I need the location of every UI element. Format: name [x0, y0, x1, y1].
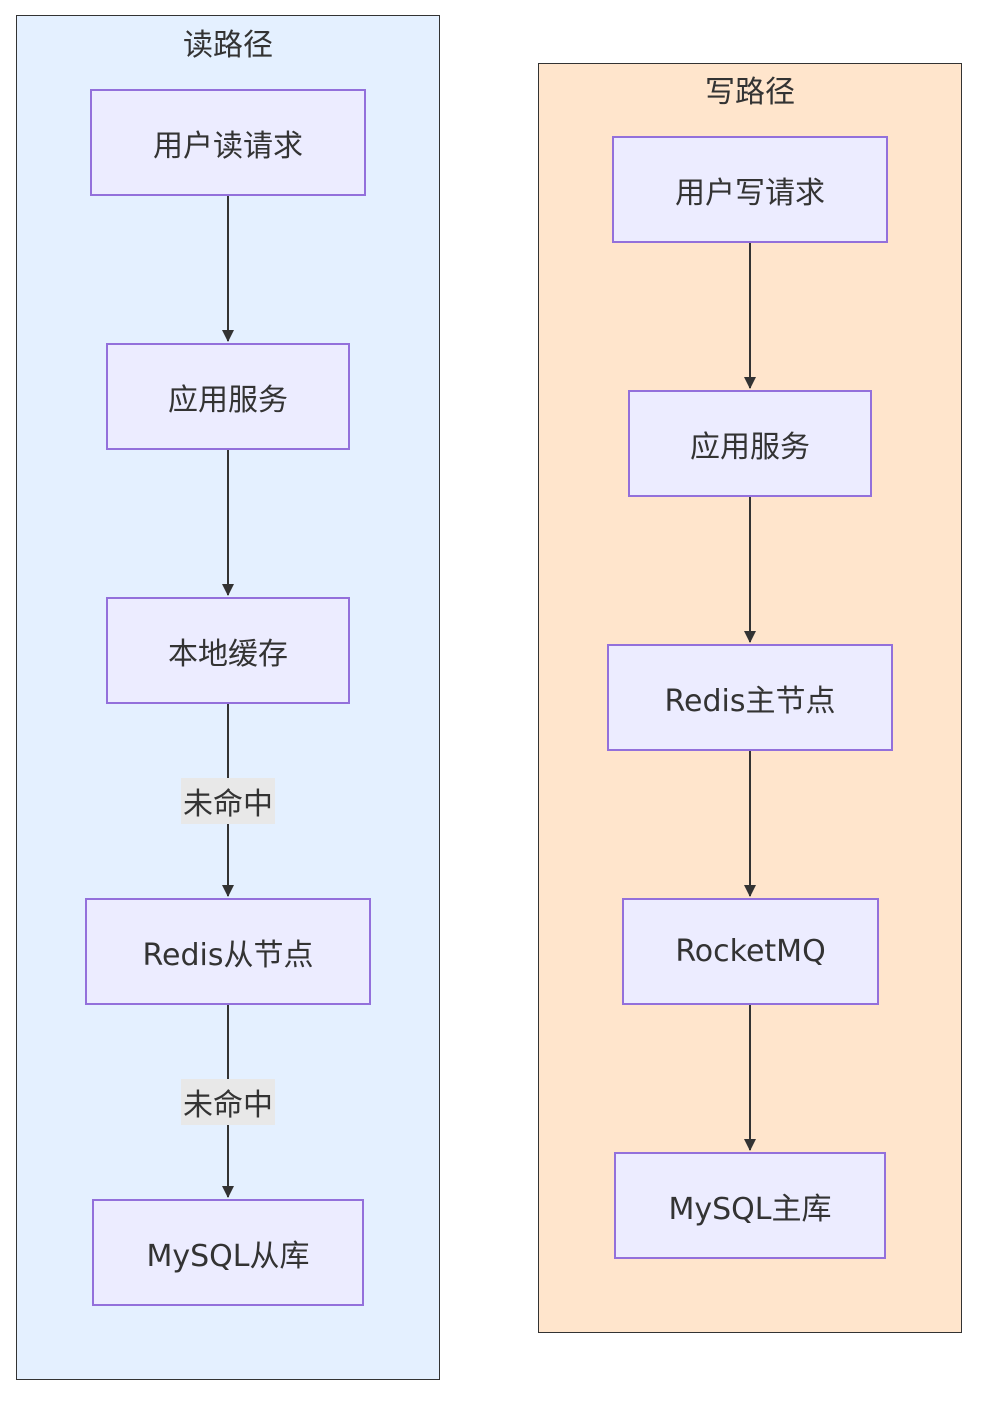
read-path-title: 读路径 — [183, 28, 273, 63]
node-redis-master[interactable]: Redis主节点 — [607, 644, 893, 751]
node-user-read-request[interactable]: 用户读请求 — [90, 89, 366, 196]
node-rocketmq[interactable]: RocketMQ — [622, 898, 879, 1005]
node-redis-replica[interactable]: Redis从节点 — [85, 898, 371, 1005]
edge-label-miss-2: 未命中 — [181, 1079, 275, 1125]
edge-label-miss-1: 未命中 — [181, 778, 275, 824]
node-read-app-service[interactable]: 应用服务 — [106, 343, 350, 450]
node-mysql-replica[interactable]: MySQL从库 — [92, 1199, 364, 1306]
node-mysql-master[interactable]: MySQL主库 — [614, 1152, 886, 1259]
node-write-app-service[interactable]: 应用服务 — [628, 390, 872, 497]
node-local-cache[interactable]: 本地缓存 — [106, 597, 350, 704]
node-user-write-request[interactable]: 用户写请求 — [612, 136, 888, 243]
write-path-title: 写路径 — [705, 75, 795, 110]
